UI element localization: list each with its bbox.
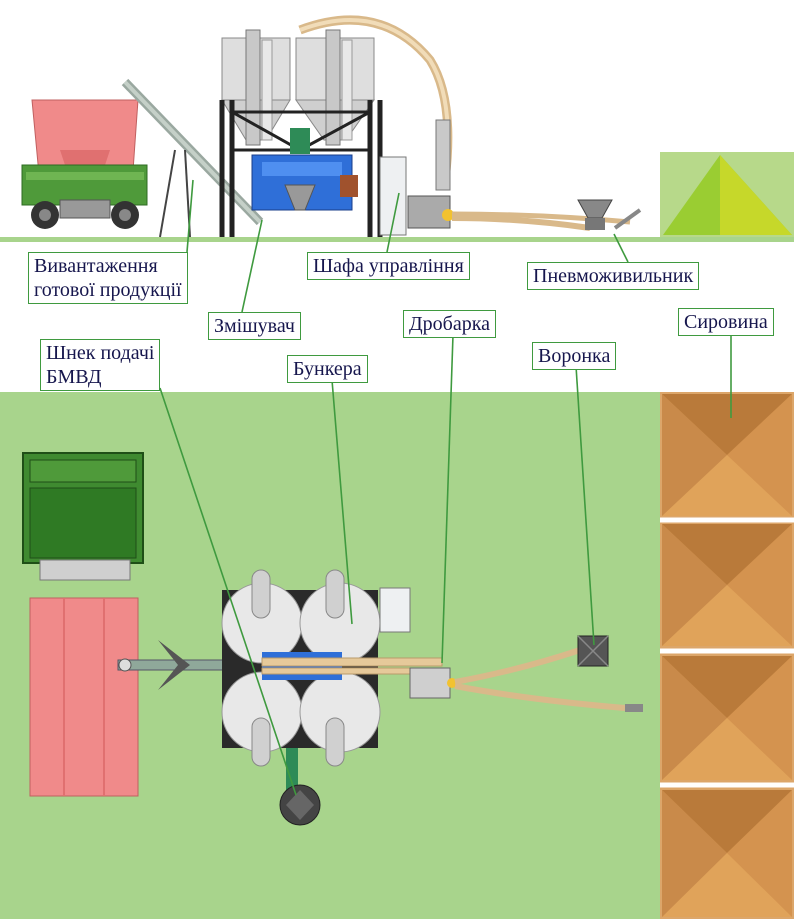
- unloading-auger-side: [121, 78, 264, 238]
- side-ground: [0, 237, 794, 242]
- label-pneumo-feeder: Пневможивильник: [527, 262, 700, 290]
- truck-side-view: [21, 99, 148, 229]
- raw-piles-top-view: [660, 392, 794, 919]
- crusher-side-view: [298, 15, 631, 231]
- label-bunkers: Бункера: [287, 355, 368, 383]
- label-auger-line2: БМВД: [46, 366, 102, 388]
- label-control-cabinet: Шафа управління: [307, 252, 470, 280]
- pneumo-feeder-side: [577, 199, 642, 230]
- leader-pneumo-feeder: [613, 233, 629, 263]
- label-raw-material: Сировина: [678, 308, 774, 336]
- leader-hopper: [575, 365, 595, 646]
- truck-top-view: [22, 452, 144, 797]
- leader-bunkers: [331, 379, 353, 625]
- label-crusher: Дробарка: [403, 310, 496, 338]
- leader-unloading: [186, 179, 194, 253]
- raw-pile-side: [660, 152, 794, 237]
- label-mixer: Змішувач: [208, 312, 301, 340]
- label-auger-line1: Шнек подачі: [46, 342, 155, 364]
- label-hopper: Воронка: [532, 342, 617, 370]
- crusher-top-view: [409, 647, 643, 712]
- leader-mixer: [241, 219, 263, 313]
- leader-lines: [159, 179, 732, 796]
- label-unloading: Вивантаження готової продукції: [28, 252, 188, 304]
- leader-auger: [159, 387, 297, 796]
- plant-side-view: [219, 29, 383, 237]
- leader-control-cabinet: [386, 192, 400, 253]
- label-auger: Шнек подачі БМВД: [40, 339, 161, 391]
- leader-crusher: [441, 334, 454, 664]
- label-unloading-line1: Вивантаження: [34, 255, 158, 277]
- label-unloading-line2: готової продукції: [34, 279, 182, 301]
